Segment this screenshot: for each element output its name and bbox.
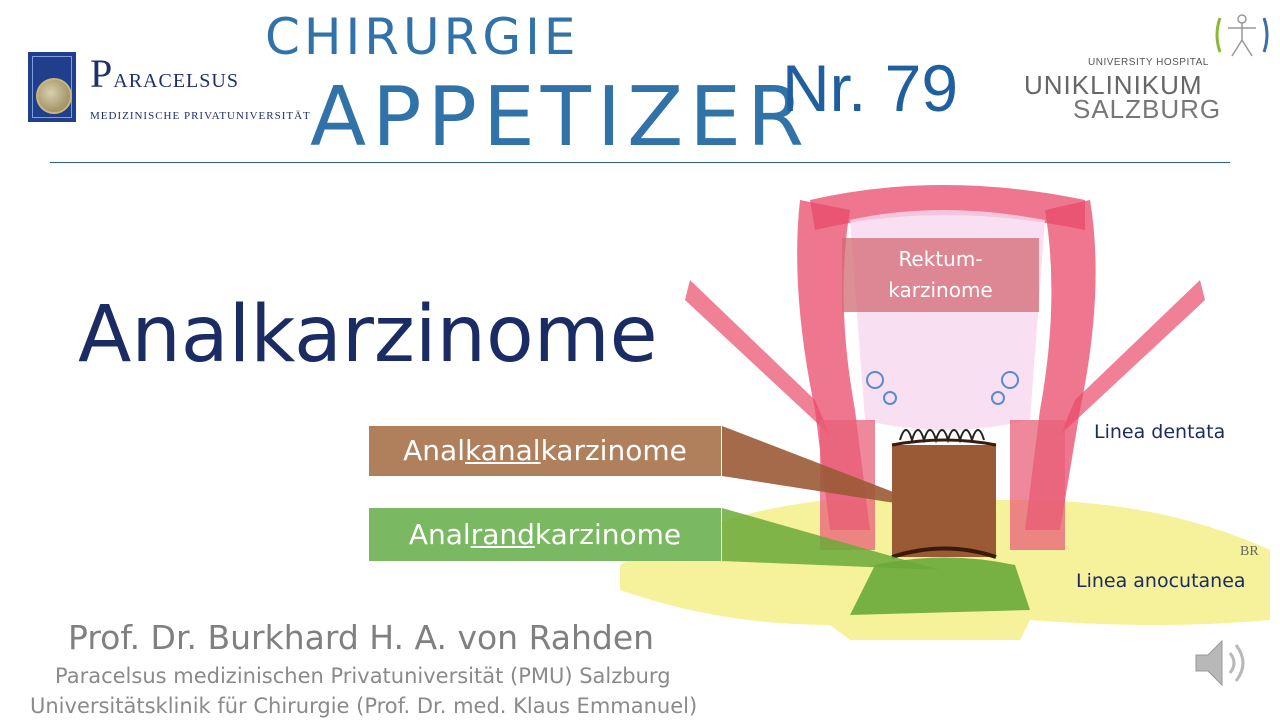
label-rektumkarzinome: Rektum- karzinome: [842, 238, 1039, 312]
anal-canal-illustration: BR: [620, 185, 1270, 640]
uk-logo-name: UNIKLINIKUM: [1024, 70, 1203, 100]
header-divider: [50, 162, 1230, 163]
label-linea-anocutanea: Linea anocutanea: [1076, 570, 1246, 592]
speaker-icon[interactable]: [1192, 633, 1256, 693]
uk-logo-city: SALZBURG: [1073, 94, 1222, 124]
uniklinikum-figure-icon: [1215, 14, 1269, 57]
uk-logo-hospital: UNIVERSITY HOSPITAL: [1088, 57, 1209, 68]
episode-number: Nr. 79: [782, 51, 959, 125]
label-linea-dentata: Linea dentata: [1094, 421, 1226, 443]
label-analrandkarzinome: Analrandkarzinome: [369, 508, 721, 561]
series-title-bottom: APPETIZER: [310, 70, 811, 165]
label-analkanalkarzinome: Analkanalkarzinome: [369, 426, 721, 476]
main-heading: Analkarzinome: [78, 290, 658, 380]
paracelsus-seal-icon: [28, 52, 76, 122]
author-affiliation-1: Paracelsus medizinischen Privatuniversit…: [55, 664, 671, 688]
pmu-logo-name: PARACELSUS: [90, 51, 239, 96]
svg-text:BR: BR: [1240, 544, 1259, 559]
label-rektum-line2: karzinome: [888, 278, 993, 302]
series-title-top: CHIRURGIE: [265, 8, 580, 66]
pmu-logo-subtitle: MEDIZINISCHE PRIVATUNIVERSITÄT: [90, 110, 311, 122]
author-affiliation-2: Universitätsklinik für Chirurgie (Prof. …: [30, 694, 698, 718]
author-name: Prof. Dr. Burkhard H. A. von Rahden: [68, 618, 655, 657]
label-rektum-line1: Rektum-: [898, 247, 983, 271]
